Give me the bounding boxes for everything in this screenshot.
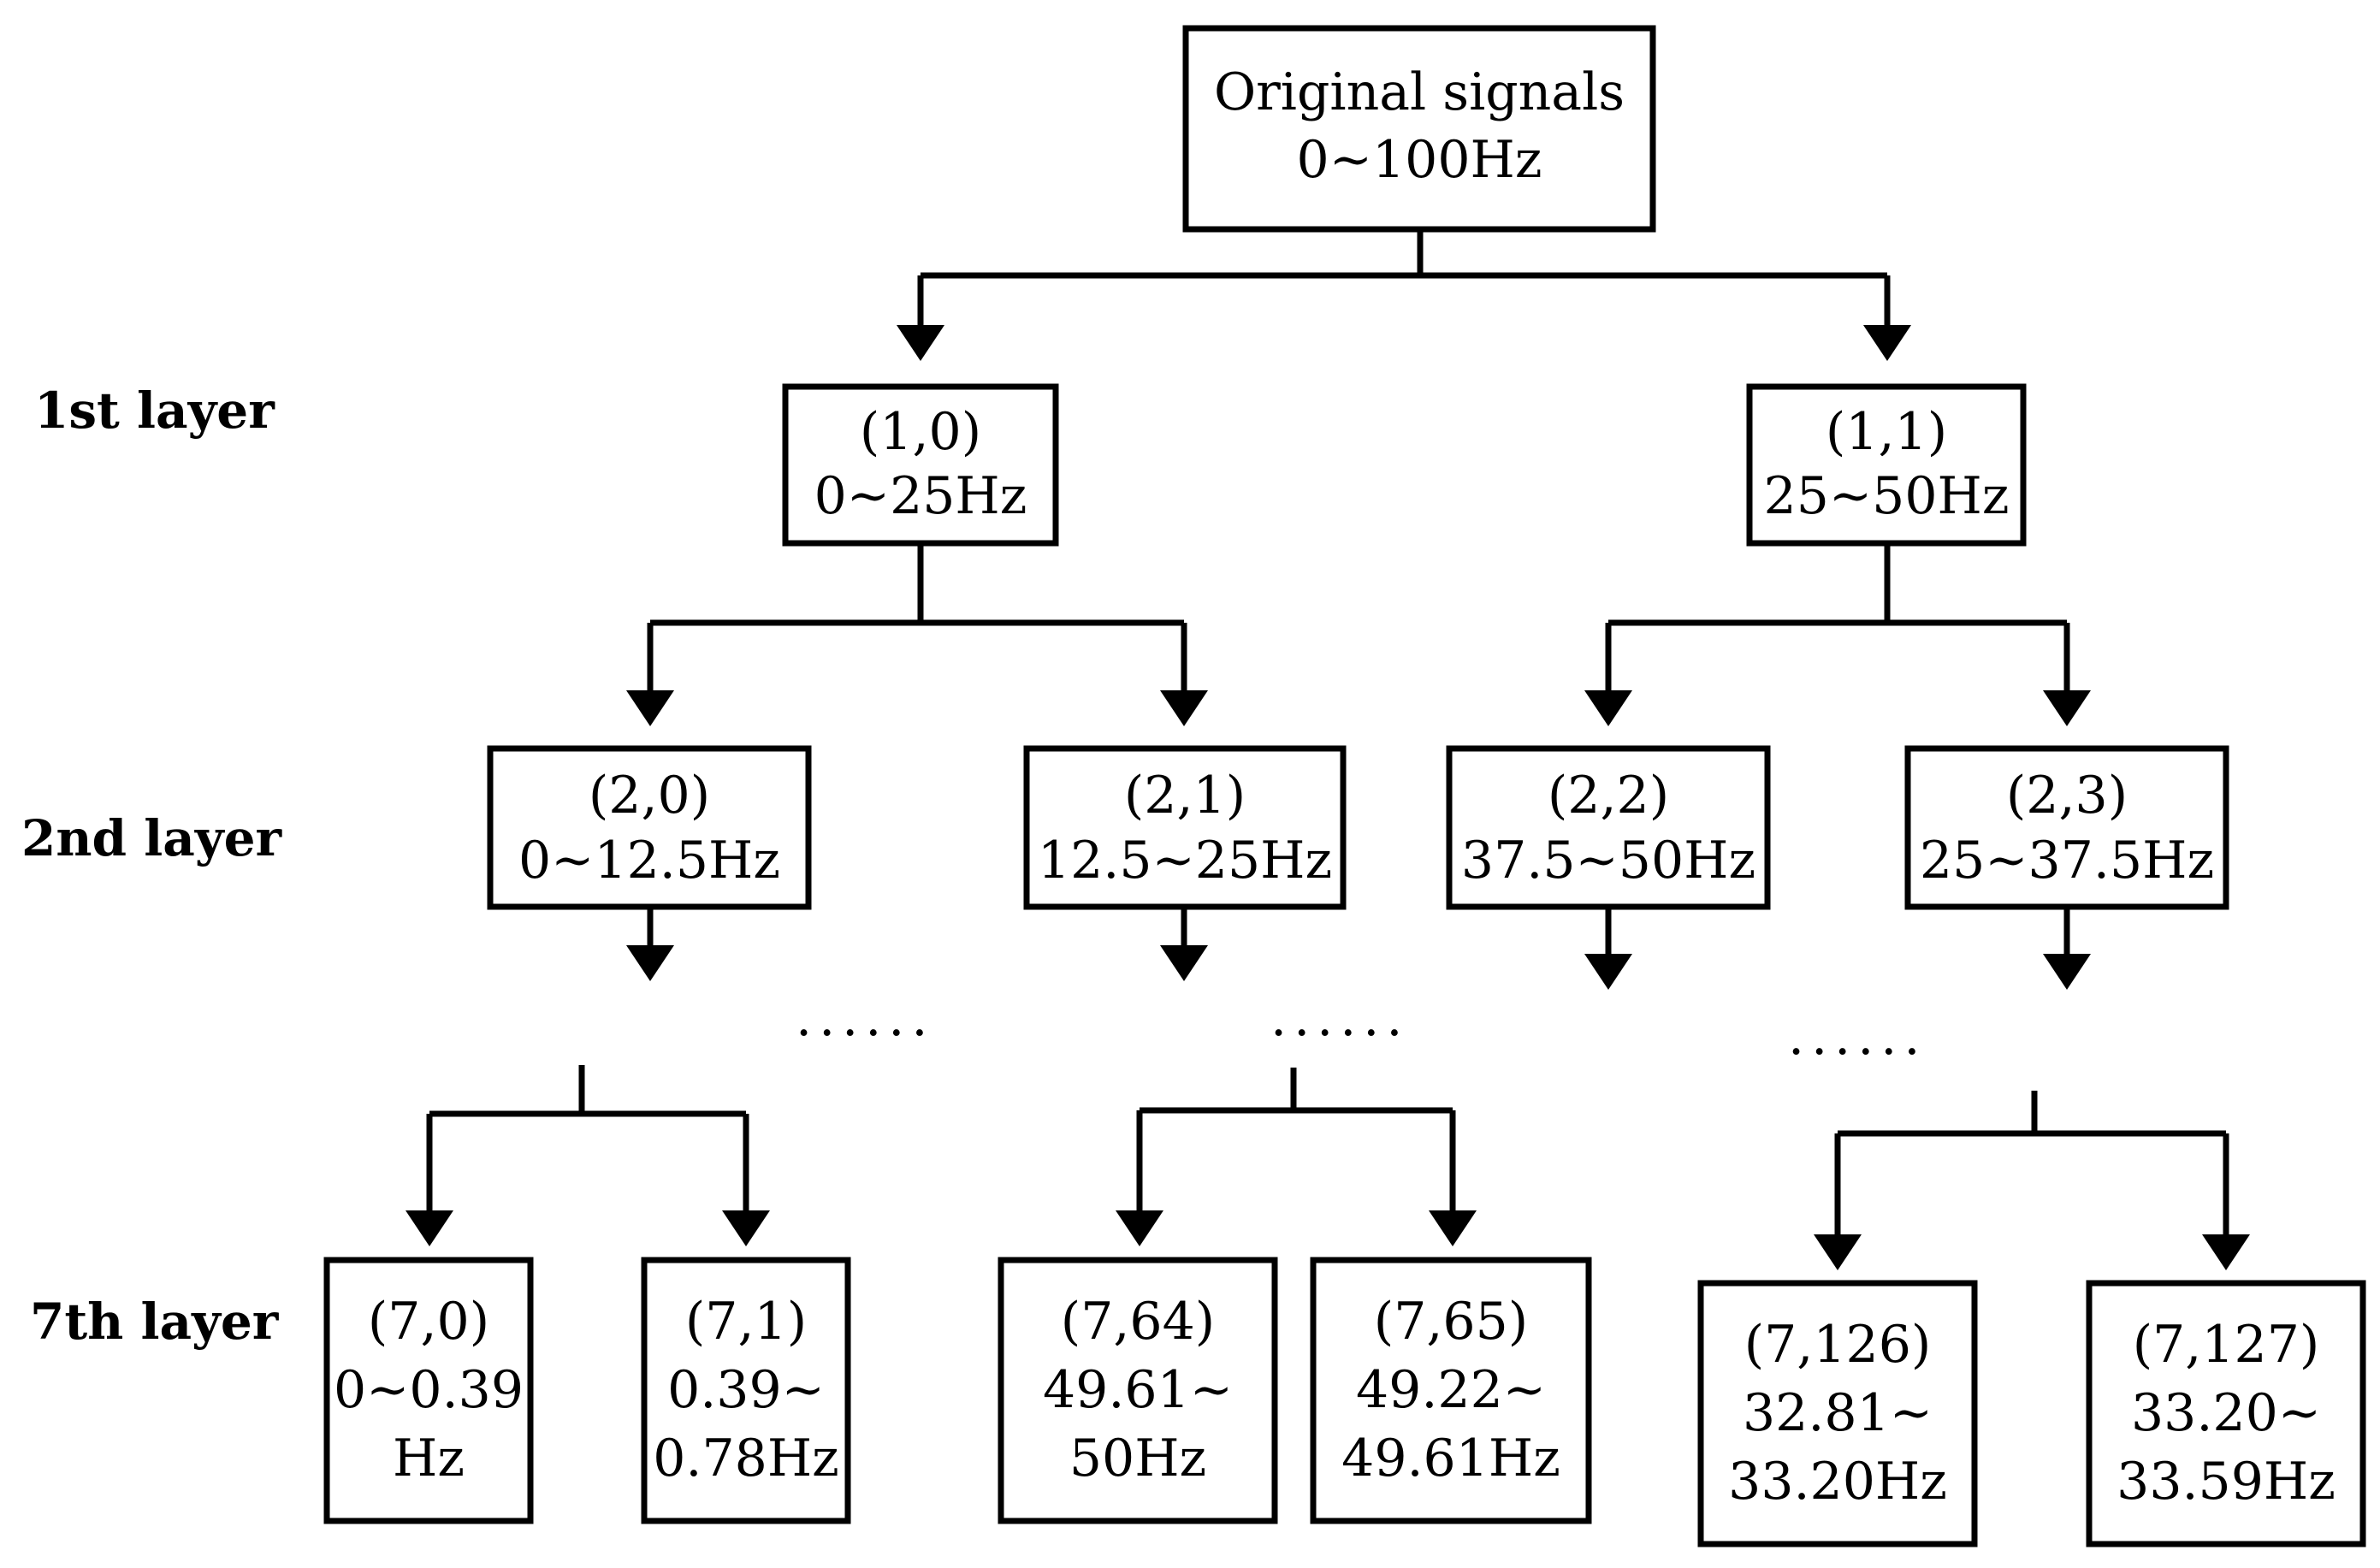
node-line: 37.5~50Hz [1461, 831, 1755, 891]
node-line: 50Hz [1069, 1429, 1206, 1488]
node-1-0: (1,0) 0~25Hz [782, 383, 1059, 547]
node-line: 49.61~ [1043, 1360, 1233, 1420]
node-line: 0.39~ [667, 1360, 825, 1420]
node-line: 33.20~ [2131, 1383, 2321, 1443]
node-line: 0.78Hz [653, 1429, 839, 1488]
node-line: (7,127) [2133, 1315, 2320, 1375]
node-2-2: (2,2) 37.5~50Hz [1446, 745, 1771, 910]
layer-label-7th: 7th layer [30, 1293, 280, 1351]
node-line: (7,65) [1374, 1292, 1528, 1352]
node-line: (2,1) [1124, 766, 1246, 825]
node-line: (7,64) [1061, 1292, 1215, 1352]
node-1-1: (1,1) 25~50Hz [1746, 383, 2027, 547]
node-line: (2,3) [2006, 766, 2128, 825]
node-line: 0~0.39 [334, 1360, 524, 1420]
node-line: 32.81~ [1743, 1383, 1933, 1443]
node-line: 33.20Hz [1728, 1452, 1947, 1512]
node-2-3: (2,3) 25~37.5Hz [1904, 745, 2229, 910]
node-line: (7,1) [685, 1292, 807, 1352]
node-line: 25~37.5Hz [1920, 831, 2214, 891]
node-line: (7,126) [1744, 1315, 1932, 1375]
node-line: (7,0) [368, 1292, 489, 1352]
node-line: (2,0) [589, 766, 710, 825]
layer-label-1st: 1st layer [34, 382, 275, 440]
node-7-1: (7,1) 0.39~ 0.78Hz [641, 1257, 851, 1524]
node-7-65: (7,65) 49.22~ 49.61Hz [1310, 1257, 1592, 1524]
node-line: 0~100Hz [1297, 130, 1542, 190]
node-line: (1,0) [860, 402, 981, 462]
node-7-0: (7,0) 0~0.39 Hz [323, 1257, 534, 1524]
node-line: (2,2) [1548, 766, 1669, 825]
node-original-signals: Original signals 0~100Hz [1182, 25, 1656, 233]
node-7-126: (7,126) 32.81~ 33.20Hz [1697, 1280, 1978, 1547]
ellipsis-1: ...... [796, 988, 934, 1048]
node-line: 12.5~25Hz [1038, 831, 1332, 891]
node-7-64: (7,64) 49.61~ 50Hz [998, 1257, 1278, 1524]
node-line: 0~25Hz [814, 466, 1027, 526]
node-line: 0~12.5Hz [518, 831, 780, 891]
node-line: 25~50Hz [1764, 466, 2010, 526]
node-7-127: (7,127) 33.20~ 33.59Hz [2086, 1280, 2366, 1547]
node-line: 49.22~ [1356, 1360, 1546, 1420]
node-line: 33.59Hz [2117, 1452, 2336, 1512]
node-2-1: (2,1) 12.5~25Hz [1023, 745, 1347, 910]
node-line: Hz [393, 1429, 465, 1488]
ellipsis-2: ...... [1270, 988, 1409, 1048]
node-line: (1,1) [1826, 402, 1947, 462]
node-line: Original signals [1214, 62, 1625, 122]
layer-label-2nd: 2nd layer [21, 809, 282, 867]
node-2-0: (2,0) 0~12.5Hz [487, 745, 812, 910]
node-line: 49.61Hz [1341, 1429, 1560, 1488]
ellipsis-3: ...... [1788, 1007, 1927, 1067]
tree-edges [406, 229, 2250, 1270]
